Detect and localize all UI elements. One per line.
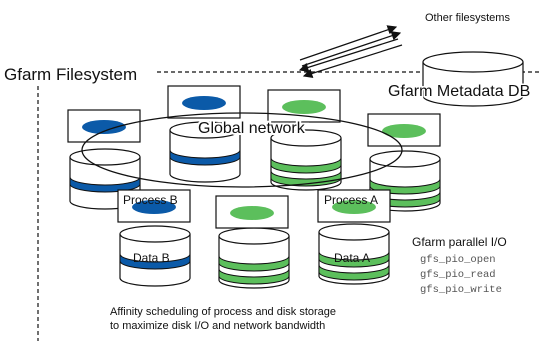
global-network-ring — [81, 112, 403, 188]
node-left-process-oval — [82, 120, 126, 134]
parallel-io-func-read: gfs_pio_read — [420, 269, 496, 281]
node-right-cylinder-top — [369, 150, 441, 168]
node-process-b — [117, 189, 191, 287]
node-process-a — [317, 189, 391, 285]
parallel-io-func-write: gfs_pio_write — [420, 284, 502, 296]
node-bottom-center-cylinder — [218, 236, 290, 289]
node-process-b-cylinder-top — [119, 225, 191, 243]
node-process-b-disk-band — [119, 253, 191, 270]
storage-nodes — [67, 85, 441, 289]
node-top-left-disk-band — [169, 149, 241, 166]
process-b-label: Process B — [123, 193, 178, 207]
node-bottom-center-disk-band — [218, 255, 290, 272]
node-top-center-process-oval — [282, 100, 326, 114]
metadata-db-icon — [422, 51, 524, 107]
caption-line-2: to maximize disk I/O and network bandwid… — [110, 320, 325, 332]
node-right-process-oval — [382, 124, 426, 138]
node-top-center — [267, 89, 342, 191]
node-process-b-cylinder — [119, 234, 191, 287]
filesystem-title: Gfarm Filesystem — [4, 65, 137, 84]
node-process-a-disk-band — [318, 251, 390, 268]
node-top-left-process-oval — [182, 96, 226, 110]
node-bottom-center — [215, 195, 290, 289]
caption-line-1: Affinity scheduling of process and disk … — [110, 306, 336, 318]
node-process-a-process-oval — [332, 200, 376, 214]
metadata-db-label: Gfarm Metadata DB — [388, 83, 530, 100]
node-top-center-cylinder — [270, 138, 342, 191]
parallel-io-func-open: gfs_pio_open — [420, 254, 496, 266]
node-top-left — [167, 85, 241, 183]
process-a-label: Process A — [324, 193, 378, 207]
other-filesystems-arrows — [298, 25, 403, 79]
node-process-a-disk-band — [318, 264, 390, 281]
data-b-label: Data B — [133, 251, 170, 265]
node-process-b-process-oval — [132, 200, 176, 214]
node-process-a-cylinder-top — [318, 223, 390, 241]
node-process-a-cylinder — [318, 232, 390, 285]
node-bottom-center-cylinder-top — [218, 227, 290, 245]
node-bottom-center-disk-band — [218, 268, 290, 285]
node-bottom-center-process-oval — [230, 206, 274, 220]
node-top-center-cylinder-top — [270, 129, 342, 147]
parallel-io-title: Gfarm parallel I/O — [412, 235, 507, 249]
global-network-label: Global network — [198, 120, 306, 137]
other-filesystems-label: Other filesystems — [425, 12, 510, 24]
node-top-left-cylinder — [169, 130, 241, 183]
node-left-disk-band — [69, 176, 141, 193]
data-a-label: Data A — [334, 251, 370, 265]
node-top-left-cylinder-top — [169, 121, 241, 139]
node-left-cylinder-top — [69, 148, 141, 166]
node-top-center-disk-band — [270, 157, 342, 174]
